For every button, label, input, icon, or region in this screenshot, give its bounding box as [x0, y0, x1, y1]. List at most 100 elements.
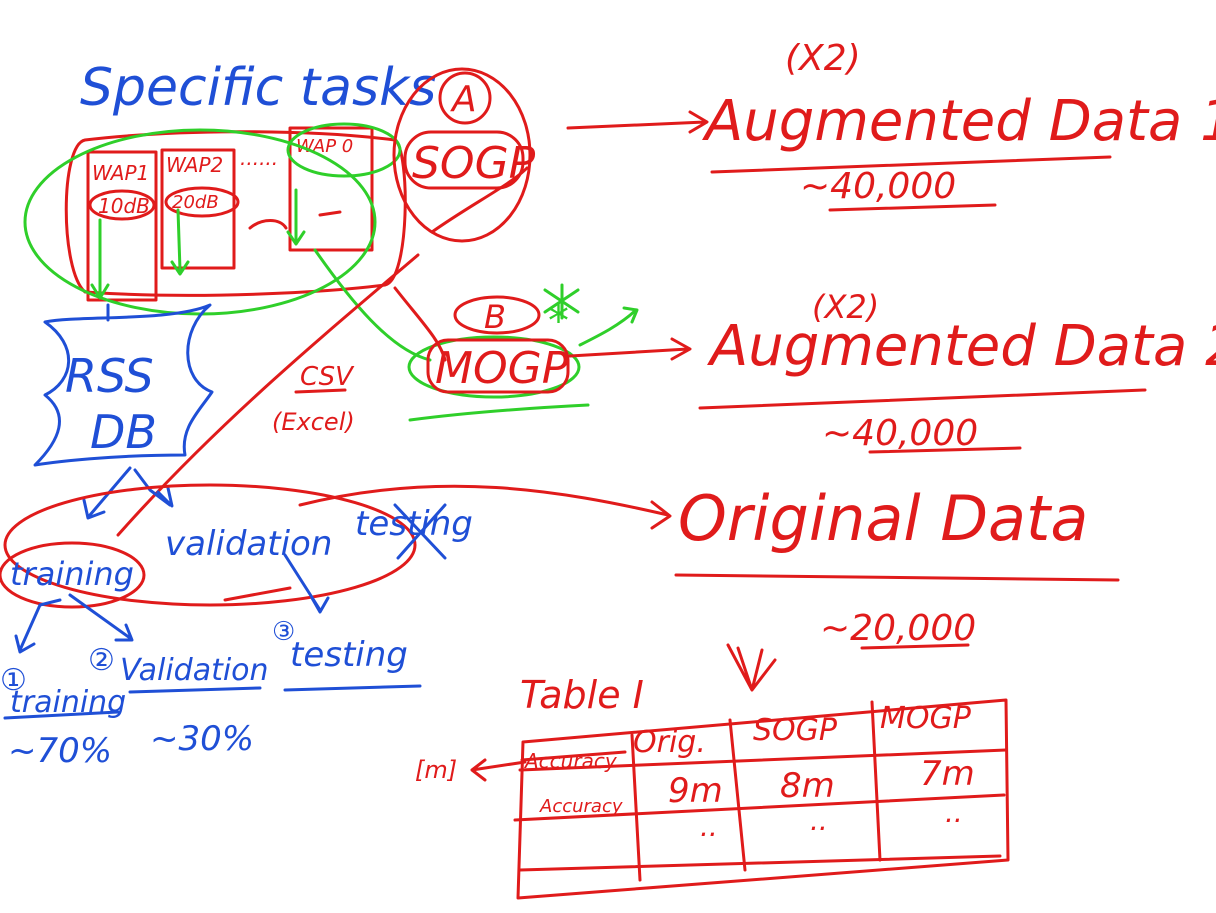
link-training-to-sogp	[116, 253, 420, 537]
arrow-to-augmented-2	[568, 337, 692, 361]
table-rule-3	[518, 854, 1002, 872]
output3-label: Original Data	[678, 482, 1088, 555]
green-mogp-ellipse	[407, 335, 581, 399]
rss-db-line2: DB	[90, 405, 157, 459]
old-validation: validation	[165, 524, 332, 564]
sogp-label: SOGP	[412, 138, 536, 189]
green-arrow-2	[170, 208, 190, 276]
output2-label: Augmented Data 2	[707, 314, 1216, 379]
green-star-mark	[543, 283, 580, 320]
task-ellipsis: ......	[240, 146, 278, 170]
rss-db-line1: RSS	[65, 349, 154, 403]
new-training-num: ①	[0, 663, 27, 698]
cell1-value: 10dB	[98, 194, 150, 218]
arrow-to-original	[298, 484, 672, 530]
new-testing-underline	[283, 684, 422, 692]
table-rule-1	[518, 748, 1008, 772]
output1-line	[710, 155, 1112, 174]
green-underline	[408, 403, 590, 422]
unit-arrow	[470, 758, 527, 782]
wap1-label: WAP1	[92, 161, 149, 185]
old-split-ellipse	[3, 483, 417, 607]
green-arrow-1	[90, 218, 110, 300]
training-circle	[0, 541, 146, 609]
dash-mark	[318, 210, 342, 217]
split-arrow-right	[133, 468, 174, 508]
sogp-box	[403, 130, 525, 190]
link-sogp-down	[430, 166, 529, 234]
table-col-2	[728, 718, 747, 872]
method-b-star: *	[548, 296, 569, 345]
new-validation-label: Validation	[120, 653, 269, 688]
new-testing-num: ③	[272, 617, 295, 647]
cell2-oval	[164, 186, 240, 218]
task-container	[64, 130, 407, 297]
red-dash	[223, 586, 292, 602]
new-validation-num: ②	[88, 643, 115, 678]
table-rule-2	[513, 793, 1006, 822]
method-a-circle	[438, 71, 492, 125]
output1-label: Augmented Data 1	[702, 89, 1216, 154]
new-training-underline	[3, 710, 120, 720]
wap2-label: WAP2	[166, 153, 223, 177]
split-arrow-b	[68, 593, 134, 642]
table-row1-label: Accuracy	[539, 796, 623, 817]
wap1-box	[86, 150, 158, 302]
green-link-to-mogp	[313, 248, 432, 362]
table-row1-mogp: 7m	[920, 754, 975, 794]
method-a-letter: A	[450, 79, 477, 120]
wap-last-label: WAP 0	[296, 136, 353, 157]
rss-db-shape	[33, 303, 214, 467]
output2-multiplier: (X2)	[812, 288, 879, 326]
table-row1-sogp: 8m	[780, 766, 835, 806]
output3-count: ~20,000	[820, 608, 976, 649]
table-row2-orig: ..	[700, 810, 718, 843]
table-row2-mogp: ..	[945, 796, 963, 829]
method-b-oval	[453, 295, 541, 335]
new-testing-label: testing	[290, 635, 408, 675]
testing-strike	[393, 503, 447, 560]
new-validation-pct: ~30%	[150, 719, 254, 759]
method-b-letter: B	[484, 298, 506, 336]
output1-count: ~40,000	[800, 166, 956, 207]
csv-format: (Excel)	[272, 408, 355, 436]
table-title: Table I	[520, 673, 644, 717]
table-col-3	[870, 700, 882, 862]
csv-underline	[294, 388, 347, 394]
output1-multiplier: (X2)	[785, 38, 861, 79]
table-col-1	[630, 733, 642, 882]
table-corner-strike	[520, 750, 627, 762]
new-validation-underline	[128, 686, 262, 694]
output2-count-underline	[868, 446, 1022, 454]
cell2-value: 20dB	[172, 192, 219, 213]
table-row2-sogp: ..	[810, 804, 828, 837]
table-header-mogp: MOGP	[880, 701, 972, 736]
green-arrow-3	[286, 188, 306, 246]
blue-dash	[38, 598, 62, 607]
output3-count-underline	[860, 643, 970, 650]
table-unit: [m]	[415, 756, 457, 784]
old-training: training	[10, 555, 134, 593]
link-container-to-mogp	[393, 286, 447, 362]
table-header-orig: Orig.	[633, 725, 706, 760]
green-wap-ellipse	[286, 122, 402, 178]
table-pointer-arrow	[726, 643, 777, 692]
wap-last-box	[288, 126, 374, 252]
mogp-label: MOGP	[435, 343, 569, 394]
new-training-pct: ~70%	[8, 731, 112, 771]
cell1-oval	[88, 189, 156, 221]
split-arrow-a	[14, 603, 42, 654]
title: Specific tasks	[80, 58, 436, 118]
output3-line	[674, 573, 1120, 582]
output1-count-underline	[828, 203, 997, 212]
csv-label: CSV	[300, 362, 355, 392]
output2-line	[698, 388, 1147, 410]
arrow-to-augmented-1	[566, 110, 709, 134]
output2-count: ~40,000	[822, 413, 978, 454]
table-row1-orig: 9m	[668, 771, 723, 811]
mini-arc	[248, 219, 288, 230]
green-arrow-out	[578, 306, 639, 347]
split-arrow-c	[283, 553, 330, 614]
table-frame	[516, 698, 1010, 900]
